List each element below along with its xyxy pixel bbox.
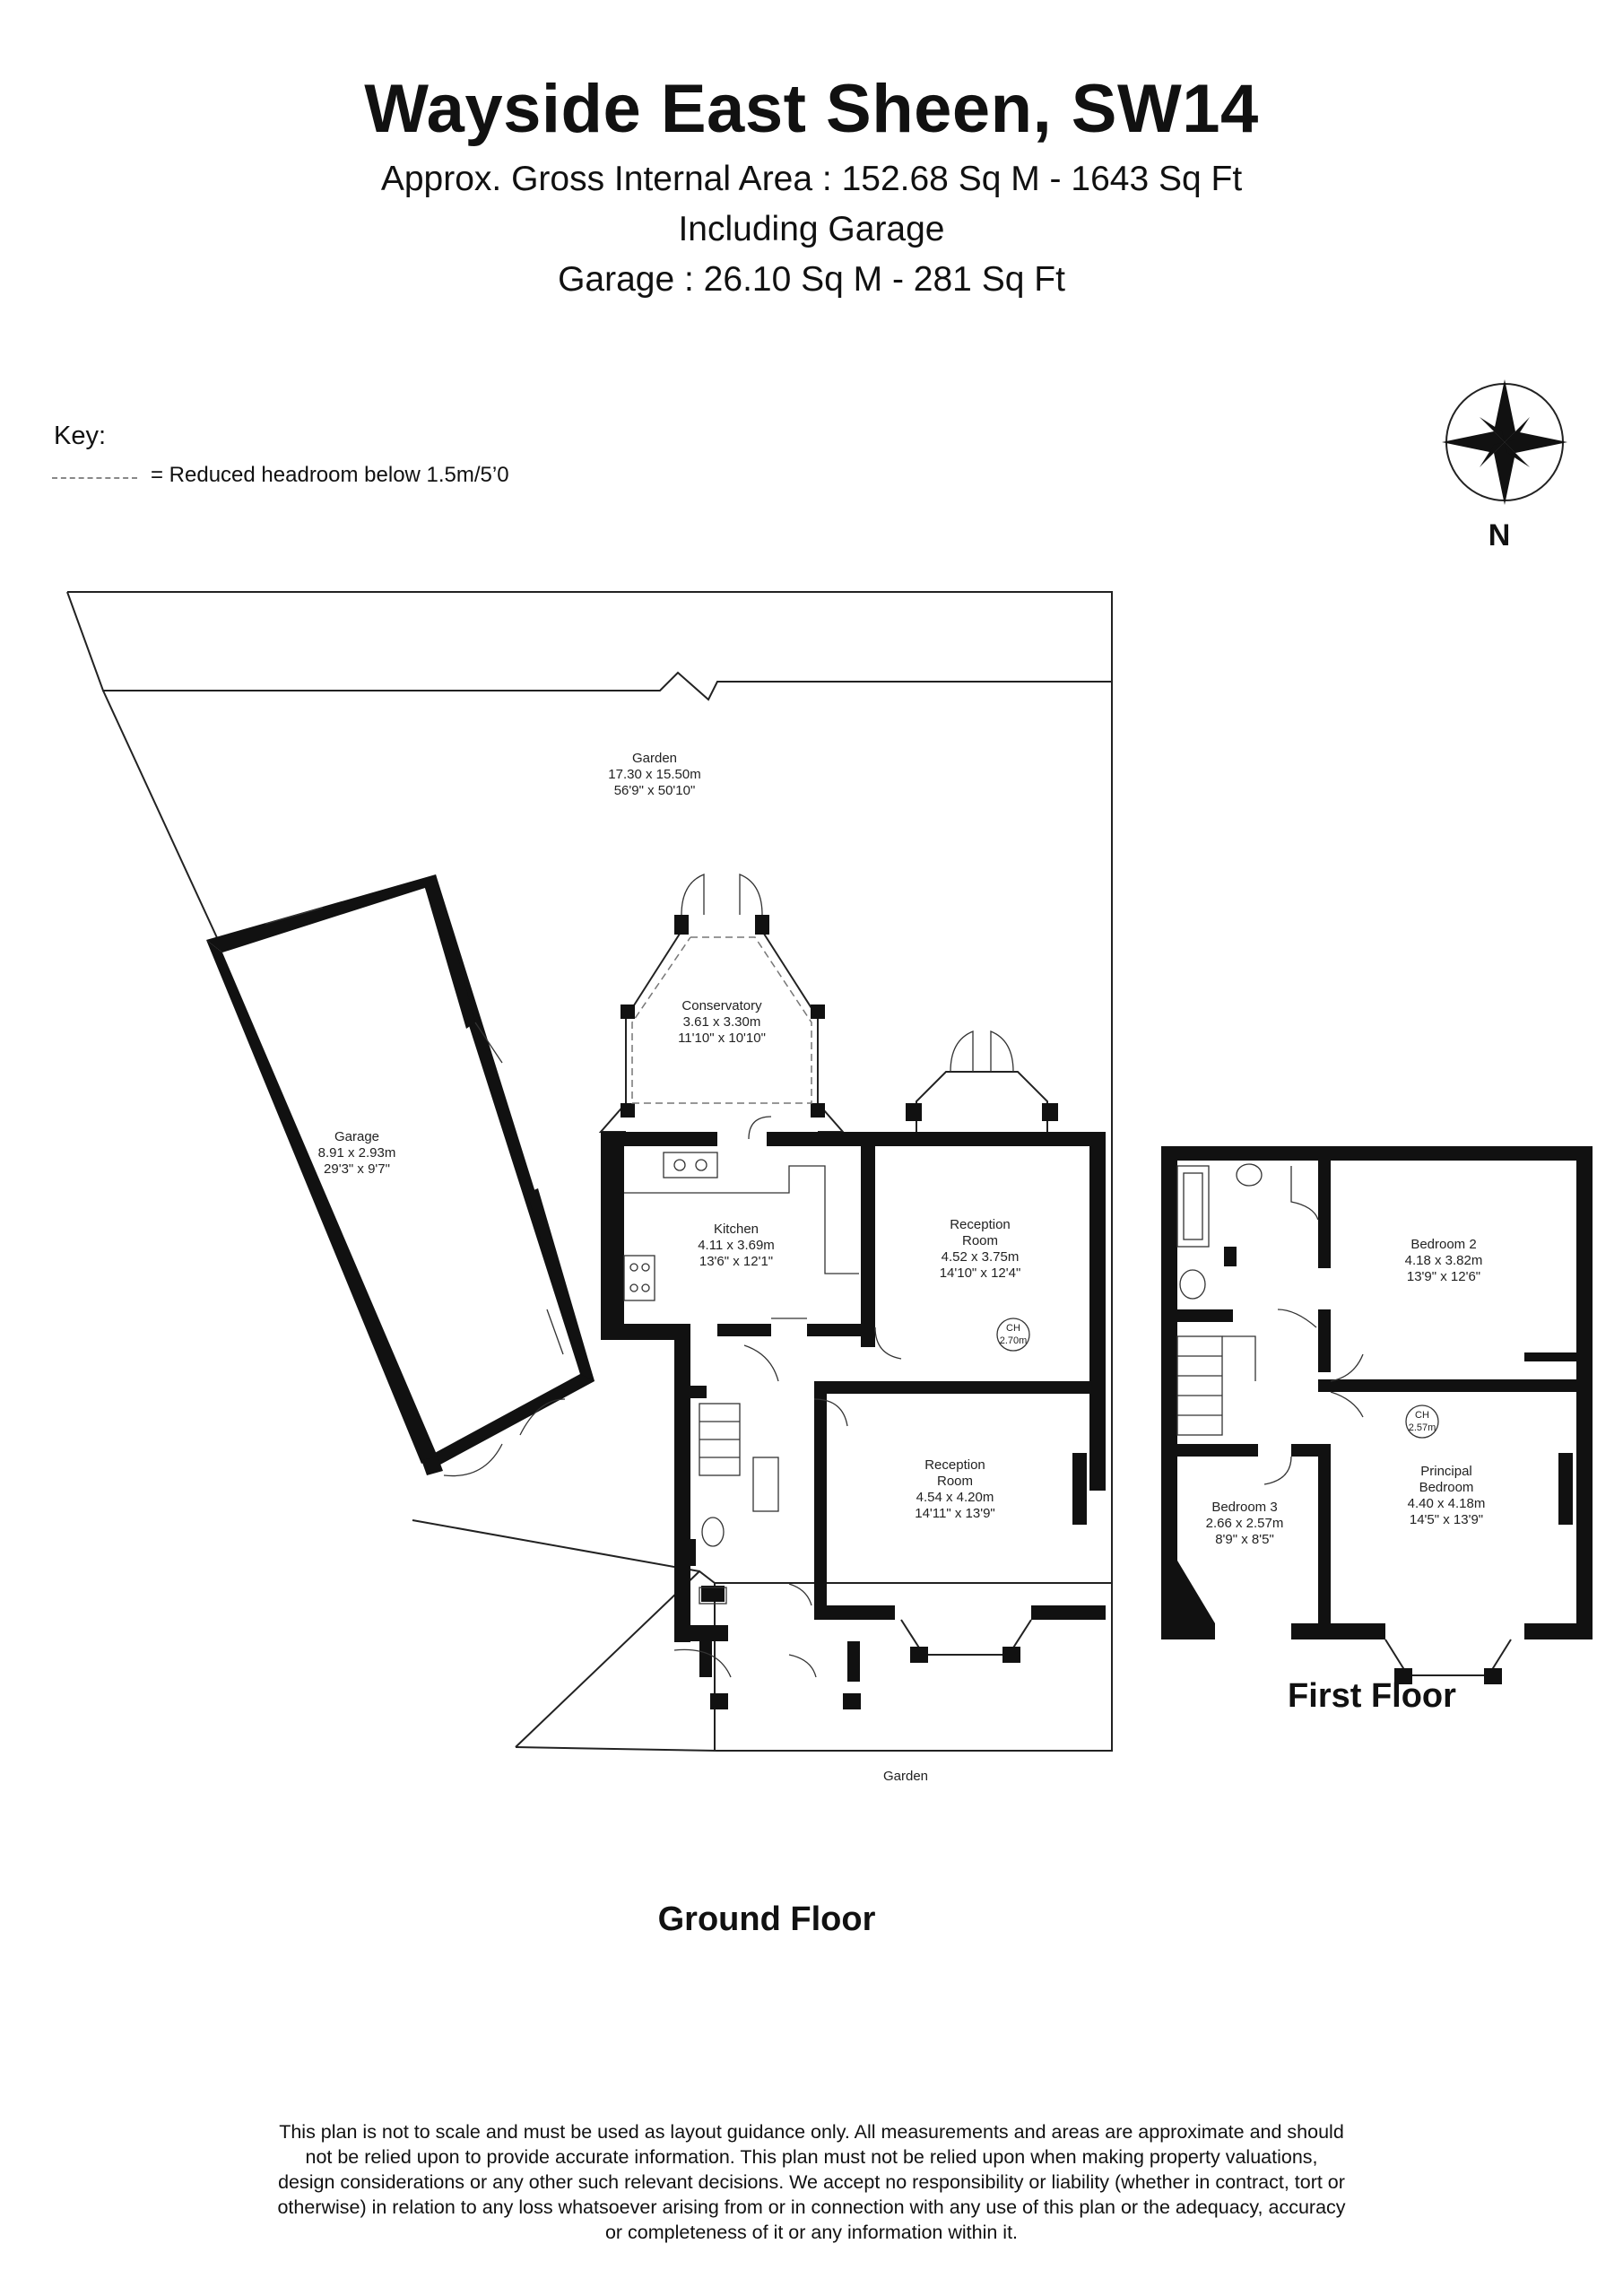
room-label-principal-bedroom: Principal Bedroom 4.40 x 4.18m 14'5" x 1…	[1408, 1464, 1486, 1527]
key-title: Key:	[54, 422, 107, 450]
svg-text:4.11 x 3.69m: 4.11 x 3.69m	[698, 1238, 775, 1253]
room-label-reception-rear: Reception Room 4.52 x 3.75m 14'10" x 12'…	[940, 1217, 1021, 1281]
ground-floor-fixtures	[623, 1116, 1030, 1678]
svg-text:8'9" x 8'5": 8'9" x 8'5"	[1215, 1532, 1274, 1547]
svg-text:Bedroom: Bedroom	[1419, 1480, 1474, 1495]
room-label-bedroom3: Bedroom 3 2.66 x 2.57m 8'9" x 8'5"	[1206, 1500, 1284, 1547]
disclaimer-line: otherwise) in relation to any loss whats…	[277, 2196, 1346, 2218]
svg-text:Garden: Garden	[883, 1769, 928, 1784]
svg-text:Kitchen: Kitchen	[714, 1222, 759, 1237]
room-label-reception-front: Reception Room 4.54 x 4.20m 14'11" x 13'…	[915, 1457, 995, 1521]
svg-text:Conservatory: Conservatory	[681, 998, 762, 1013]
rear-reception-bay	[906, 1031, 1058, 1132]
svg-text:14'5" x 13'9": 14'5" x 13'9"	[1410, 1512, 1483, 1527]
room-label-garden-rear: Garden 17.30 x 15.50m 56'9" x 50'10"	[608, 751, 700, 798]
room-label-bedroom2: Bedroom 2 4.18 x 3.82m 13'9" x 12'6"	[1405, 1237, 1483, 1284]
ceiling-height-gf: 2.70m	[1000, 1335, 1028, 1346]
svg-text:Reception: Reception	[924, 1457, 985, 1473]
svg-text:Bedroom 2: Bedroom 2	[1410, 1237, 1476, 1252]
svg-text:Room: Room	[937, 1474, 973, 1489]
ceiling-height-ff: 2.57m	[1409, 1422, 1436, 1433]
plan-title: Wayside East Sheen, SW14	[364, 71, 1259, 147]
svg-text:Principal: Principal	[1420, 1464, 1472, 1479]
garage-outline	[206, 874, 595, 1477]
svg-text:8.91 x 2.93m: 8.91 x 2.93m	[318, 1145, 396, 1161]
garage-area-text: Garage : 26.10 Sq M - 281 Sq Ft	[558, 260, 1065, 299]
svg-text:2.66 x 2.57m: 2.66 x 2.57m	[1206, 1516, 1284, 1531]
disclaimer-line: design considerations or any other such …	[278, 2171, 1345, 2193]
svg-text:Garden: Garden	[632, 751, 677, 766]
svg-text:Reception: Reception	[950, 1217, 1011, 1232]
ground-floor-walls	[601, 1132, 1106, 1709]
room-label-conservatory: Conservatory 3.61 x 3.30m 11'10" x 10'10…	[678, 998, 766, 1046]
svg-text:14'11" x 13'9": 14'11" x 13'9"	[915, 1506, 995, 1521]
svg-text:4.52 x 3.75m: 4.52 x 3.75m	[942, 1249, 1020, 1265]
svg-text:14'10" x 12'4": 14'10" x 12'4"	[940, 1265, 1021, 1281]
svg-text:4.54 x 4.20m: 4.54 x 4.20m	[916, 1490, 994, 1505]
svg-text:29'3" x 9'7": 29'3" x 9'7"	[324, 1161, 390, 1177]
svg-text:4.40 x 4.18m: 4.40 x 4.18m	[1408, 1496, 1486, 1511]
including-garage-text: Including Garage	[678, 210, 945, 248]
svg-text:56'9" x 50'10": 56'9" x 50'10"	[614, 783, 696, 798]
svg-text:Bedroom 3: Bedroom 3	[1211, 1500, 1277, 1515]
ceiling-label-gf: CH	[1006, 1323, 1020, 1334]
svg-text:11'10" x 10'10": 11'10" x 10'10"	[678, 1031, 766, 1046]
svg-text:3.61 x 3.30m: 3.61 x 3.30m	[683, 1014, 761, 1030]
svg-text:Room: Room	[962, 1233, 998, 1248]
room-label-garden-front: Garden	[883, 1769, 928, 1784]
first-floor-label: First Floor	[1288, 1677, 1456, 1715]
svg-text:Garage: Garage	[334, 1129, 379, 1144]
key-description: = Reduced headroom below 1.5m/5’0	[151, 463, 509, 487]
front-reception-bay	[900, 1619, 1032, 1663]
conservatory-outline	[598, 874, 846, 1133]
ground-floor-label: Ground Floor	[658, 1900, 876, 1938]
north-label: N	[1488, 518, 1511, 552]
svg-text:17.30 x 15.50m: 17.30 x 15.50m	[608, 767, 700, 782]
room-label-kitchen: Kitchen 4.11 x 3.69m 13'6" x 12'1"	[698, 1222, 775, 1269]
disclaimer-line: or completeness of it or any information…	[604, 2222, 1019, 2243]
compass-icon	[1442, 379, 1567, 505]
ceiling-label-ff: CH	[1415, 1410, 1429, 1421]
first-floor-fixtures	[1176, 1163, 1439, 1485]
gross-area-text: Approx. Gross Internal Area : 152.68 Sq …	[380, 160, 1243, 198]
disclaimer-line: This plan is not to scale and must be us…	[279, 2121, 1344, 2143]
svg-text:4.18 x 3.82m: 4.18 x 3.82m	[1405, 1253, 1483, 1268]
disclaimer-line: not be relied upon to provide accurate i…	[305, 2146, 1318, 2168]
svg-text:13'9" x 12'6": 13'9" x 12'6"	[1407, 1269, 1480, 1284]
principal-bay	[1384, 1639, 1512, 1684]
first-floor-walls	[1161, 1146, 1593, 1639]
key-dashed-line	[52, 477, 137, 479]
room-label-garage: Garage 8.91 x 2.93m 29'3" x 9'7"	[318, 1129, 396, 1177]
garden-boundary	[66, 591, 1113, 1752]
disclaimer: This plan is not to scale and must be us…	[197, 2119, 1426, 2245]
svg-text:13'6" x 12'1": 13'6" x 12'1"	[699, 1254, 773, 1269]
